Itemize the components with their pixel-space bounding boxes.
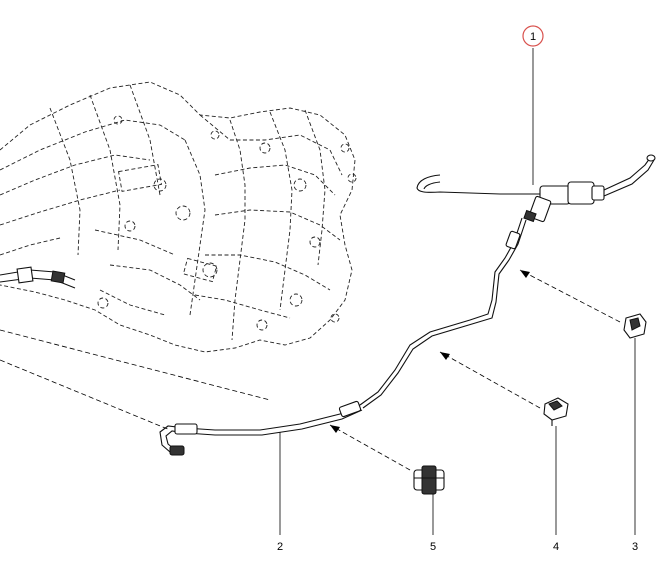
callout-3-label[interactable]: 3 xyxy=(632,541,638,553)
part-2-hydraulic-pipe xyxy=(159,217,527,456)
callout-1-highlight-circle xyxy=(522,25,544,47)
assembly-dashed-lines xyxy=(0,269,621,471)
part-1-clutch-master-cylinder xyxy=(416,154,656,223)
part-3-pipe-clip xyxy=(623,313,647,339)
part-5-pipe-clip xyxy=(413,465,445,495)
callout-2-label[interactable]: 2 xyxy=(277,541,283,553)
callout-1[interactable]: 1 xyxy=(522,25,544,47)
gearbox-pipe-stubs xyxy=(0,266,76,289)
gearbox-phantom-outline xyxy=(0,81,357,353)
part-4-pipe-clip xyxy=(543,397,569,426)
callout-1-label: 1 xyxy=(530,31,536,43)
callout-4-label[interactable]: 4 xyxy=(553,541,559,553)
callout-leaders xyxy=(279,48,636,535)
callout-5-label[interactable]: 5 xyxy=(430,541,436,553)
